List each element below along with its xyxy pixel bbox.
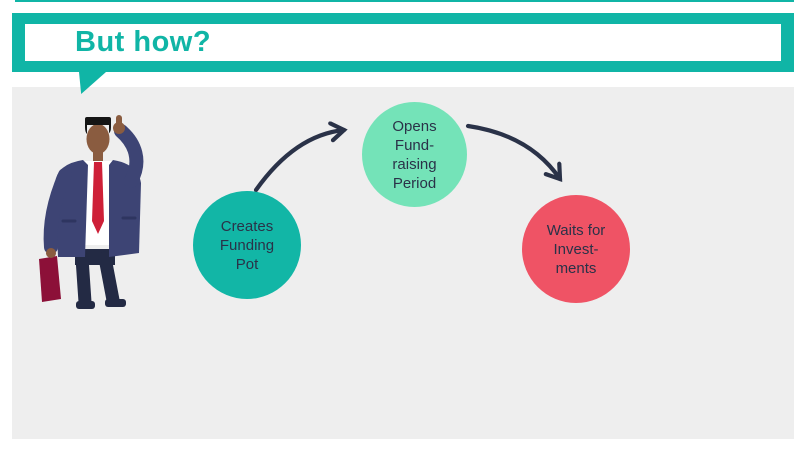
person-briefcase (39, 256, 61, 302)
connector-arrow-1 (253, 130, 344, 193)
step-label-line: Funding (219, 236, 275, 254)
businessman-illustration (39, 115, 144, 309)
person-right-shoe (105, 299, 126, 307)
connector-arrow-2 (465, 123, 560, 179)
step-label-line: Invest- (553, 240, 599, 258)
person-coat-pockets (61, 216, 137, 223)
title-banner: But how? (12, 13, 794, 72)
person-face (86, 124, 110, 154)
step-label-line: Period (392, 174, 437, 192)
step-label-line: Fund- (394, 136, 435, 154)
person-tie (92, 162, 104, 234)
person-neck (93, 149, 103, 163)
person-left-shoe (76, 301, 95, 309)
step-label-line: Creates (220, 217, 274, 235)
person-right-arm (114, 124, 144, 188)
person-hair-top (85, 117, 111, 125)
person-left-hand (46, 248, 56, 258)
person-right-leg (98, 251, 120, 307)
slide-title: But how? (75, 26, 212, 58)
step-label-line: ments (555, 259, 597, 277)
step-circle-waits-for-investments: Waits for Invest- ments (522, 195, 630, 303)
person-right-hand (113, 122, 125, 134)
top-accent-line (15, 0, 794, 2)
step-label-line: Waits for (546, 221, 606, 239)
person-left-leg (75, 251, 92, 309)
person-left-arm (43, 168, 72, 254)
step-circle-opens-fundraising-period: Opens Fund- raising Period (362, 102, 467, 207)
content-area: Creates Funding Pot Opens Fund- raising … (12, 87, 794, 439)
flow-connectors (253, 87, 794, 193)
step-label-line: raising (392, 155, 437, 173)
step-circle-creates-funding-pot: Creates Funding Pot (193, 191, 301, 299)
step-label-line: Opens (392, 117, 437, 135)
step-label-line: Pot (235, 255, 259, 273)
